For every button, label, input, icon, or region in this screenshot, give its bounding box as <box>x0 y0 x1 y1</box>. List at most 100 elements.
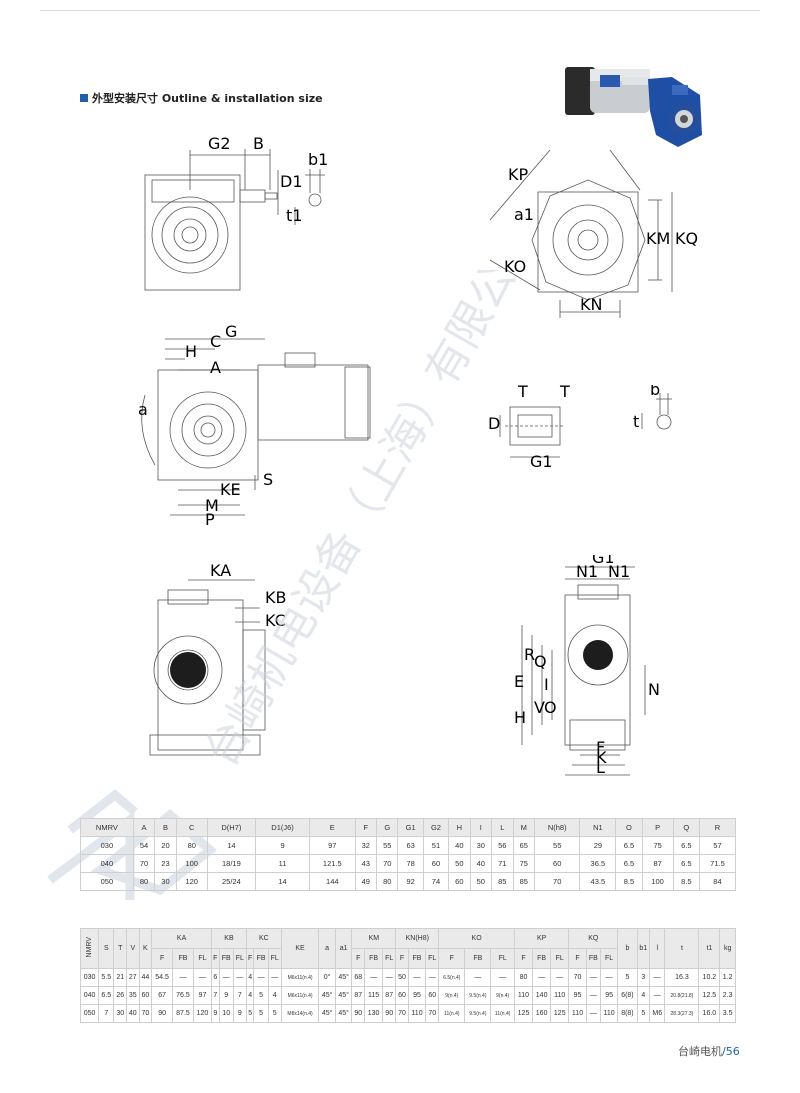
table1-cell: 32 <box>354 836 378 855</box>
table2-sub-header: FL <box>490 948 515 969</box>
table1-cell: 100 <box>641 872 674 891</box>
table1-cell: 23 <box>154 854 177 873</box>
base-label-V: V <box>534 698 545 717</box>
table2-cell: 16.3 <box>664 968 700 987</box>
table2-header-cell: KE <box>280 928 320 969</box>
page-footer: 台崎电机/56 <box>678 1043 740 1059</box>
table1-header-cell: A <box>132 818 156 837</box>
table2-nmrv-header: NMRV <box>79 928 100 969</box>
motor-label-M: M <box>205 496 219 515</box>
table2-cell: 27 <box>126 968 140 987</box>
table2-cell: — <box>172 968 194 987</box>
flange-label-KA: KA <box>210 561 231 580</box>
table2-cell: 70 <box>138 1004 153 1023</box>
heading-text: 外型安装尺寸 Outline & installation size <box>92 92 323 105</box>
table1-cell: 121.5 <box>309 854 356 873</box>
base-view-drawing: G1 N1 N1 R E Q I N H V O F K L <box>514 555 660 777</box>
table2-cell: 3.5 <box>719 1004 736 1023</box>
table1-cell: 40 <box>469 854 493 873</box>
table2-cell: — <box>267 968 282 987</box>
table2-cell: 9(n.4) <box>490 986 515 1005</box>
table1-cell: 8.5 <box>672 872 700 891</box>
table1-header-cell: C <box>175 818 208 837</box>
table1-cell: 70 <box>376 854 399 873</box>
table2-cell: — <box>407 968 427 987</box>
table2-cell: 90 <box>382 1004 397 1023</box>
table2-cell: — <box>649 986 666 1005</box>
table2-cell: 9.5(n.4) <box>464 986 492 1005</box>
front-label-t1: t1 <box>286 206 302 225</box>
table2-cell: 70 <box>425 1004 440 1023</box>
front-label-b1: b1 <box>308 150 328 169</box>
table2-cell: 9.5(n.4) <box>464 1004 492 1023</box>
table2-cell: 110 <box>550 986 570 1005</box>
table2-cell: 4 <box>267 986 282 1005</box>
table1-cell: 51 <box>422 836 450 855</box>
flange-label-KC: KC <box>265 611 286 630</box>
front-label-D1: D1 <box>280 172 303 191</box>
table2-cell: — <box>364 968 384 987</box>
table2-cell: 120 <box>192 1004 213 1023</box>
table2-cell: 050 <box>79 1004 100 1023</box>
table1-cell: 6.5 <box>615 836 643 855</box>
table2-cell: 140 <box>532 986 552 1005</box>
table2-sub-header: F <box>513 948 534 969</box>
table2-header-cell: T <box>113 928 127 969</box>
table1-cell: 65 <box>512 836 535 855</box>
table1-cell: 54 <box>132 836 156 855</box>
table1-cell: 87 <box>641 854 674 873</box>
table2-cell: 130 <box>364 1004 384 1023</box>
table1-header-cell: M <box>512 818 535 837</box>
table2-cell: 7 <box>232 986 247 1005</box>
table2-cell: — <box>532 968 552 987</box>
table2-sub-header: FB <box>364 948 384 969</box>
table1-cell: 71.5 <box>698 854 737 873</box>
table2-cell: — <box>192 968 213 987</box>
table1-cell: 050 <box>80 872 134 891</box>
table2-cell: 115 <box>364 986 384 1005</box>
table2-cell: 11(n.4) <box>490 1004 515 1023</box>
table1-header-cell: D(H7) <box>206 818 257 837</box>
table1-cell: 97 <box>309 836 356 855</box>
table2-cell: — <box>585 1004 601 1023</box>
table2-cell: 5 <box>636 1004 651 1023</box>
table1-cell: 60 <box>533 854 581 873</box>
table2-cell: 21 <box>113 968 127 987</box>
table2-header-cell: b <box>617 928 638 969</box>
table2-cell: 70 <box>568 968 587 987</box>
footer-separator: / <box>722 1045 726 1058</box>
table2-cell: 60 <box>395 986 409 1005</box>
table1-cell: 70 <box>533 872 581 891</box>
page-number: 56 <box>725 1045 740 1058</box>
front-label-B: B <box>253 135 264 153</box>
table1-header-cell: N1 <box>579 818 617 837</box>
side-label-KO: KO <box>504 257 526 276</box>
base-label-H: H <box>514 708 526 727</box>
table2-cell: 95 <box>568 986 587 1005</box>
table2-sub-header: FL <box>599 948 619 969</box>
table2-sub-header: F <box>568 948 587 969</box>
table2-sub-header: FL <box>382 948 397 969</box>
table2-cell: M6x11(n.4) <box>280 986 320 1005</box>
motor-label-KE: KE <box>220 480 241 499</box>
table1-cell: 78 <box>397 854 424 873</box>
table1-cell: 74 <box>422 872 450 891</box>
table2-cell: 9(n.4) <box>438 986 466 1005</box>
table1-cell: 60 <box>422 854 450 873</box>
table2-cell: 87 <box>382 986 397 1005</box>
table2-group-header: KM <box>351 928 397 949</box>
table2-cell: 110 <box>568 1004 587 1023</box>
table2-sub-header: F <box>151 948 174 969</box>
table2-sub-header: FL <box>425 948 440 969</box>
table2-cell: 35 <box>126 986 140 1005</box>
table2-sub-header: FL <box>232 948 247 969</box>
table2-cell: 5 <box>617 968 638 987</box>
table2-cell: 10 <box>218 1004 234 1023</box>
table1-cell: 20 <box>154 836 177 855</box>
key-detail-drawing: b t <box>633 385 672 431</box>
